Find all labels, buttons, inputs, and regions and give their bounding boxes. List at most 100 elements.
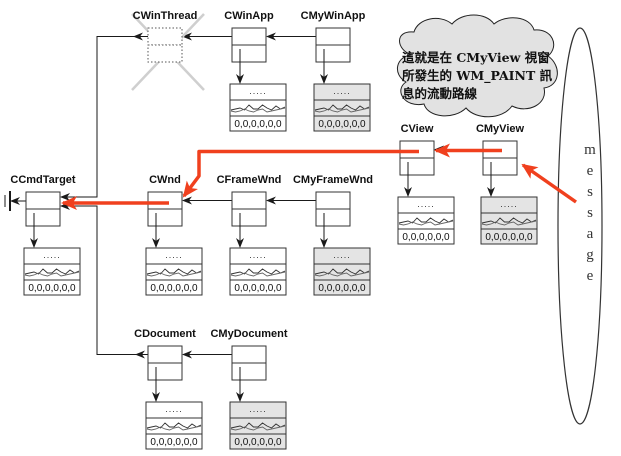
table-values-text: 0,0,0,0,0,0 xyxy=(318,283,366,294)
table-values-row xyxy=(145,433,203,450)
class-name-label: CCmdTarget xyxy=(10,174,76,186)
table-wave-line xyxy=(314,271,370,277)
message-map-cell xyxy=(399,157,435,176)
class-name-label: CMyDocument xyxy=(210,328,287,340)
message-letter: e xyxy=(587,163,594,179)
vptr-cell xyxy=(399,140,435,159)
table-wave-line xyxy=(230,425,286,431)
table-entries-text: ..... xyxy=(333,250,351,260)
message-map-cell xyxy=(231,44,267,63)
table-entries-text: ..... xyxy=(500,199,518,209)
table-values-text: 0,0,0,0,0,0 xyxy=(234,283,282,294)
vptr-cell xyxy=(315,27,351,46)
message-map-table: ..... 0,0,0,0,0,0 xyxy=(313,247,371,296)
class-name-label: CWinThread xyxy=(133,10,198,22)
message-map-cell xyxy=(315,44,351,63)
message-letter: m xyxy=(584,142,596,158)
message-map-table: ..... 0,0,0,0,0,0 xyxy=(229,401,287,450)
vptr-cell xyxy=(231,27,267,46)
table-values-text: 0,0,0,0,0,0 xyxy=(402,232,450,243)
message-letter: g xyxy=(586,247,594,263)
vptr-cell xyxy=(231,191,267,210)
table-values-text: 0,0,0,0,0,0 xyxy=(150,437,198,448)
table-values-row xyxy=(23,279,81,296)
table-wave-line xyxy=(146,271,202,277)
table-wave-line xyxy=(481,220,537,226)
class-node-cmywinapp: CMyWinApp..... 0,0,0,0,0,0 xyxy=(301,10,371,132)
class-name-label: CView xyxy=(401,123,434,135)
class-node-ccmdtarget: CCmdTarget .....0,0,0,0,0,0 xyxy=(10,174,81,296)
message-flow-path xyxy=(61,143,578,210)
table-wave-line xyxy=(24,271,80,277)
message-map-table: ..... 0,0,0,0,0,0 xyxy=(229,83,287,132)
message-letter: a xyxy=(587,226,594,242)
table-values-text: 0,0,0,0,0,0 xyxy=(485,232,533,243)
table-entries-text: ..... xyxy=(165,250,183,260)
table-values-row xyxy=(229,433,287,450)
class-name-label: CFrameWnd xyxy=(217,174,282,186)
class-name-label: CWinApp xyxy=(224,10,274,22)
message-map-table: ..... 0,0,0,0,0,0 xyxy=(229,247,287,296)
class-node-cwinthread: CWinThread xyxy=(133,10,198,63)
class-name-label: CDocument xyxy=(134,328,196,340)
class-node-cmyframewnd: CMyFrameWnd.....0,0,0,0,0,0 xyxy=(293,174,373,296)
vptr-cell xyxy=(147,345,183,364)
inheritance-arrow-cdocument-to-ccmdtarget xyxy=(60,202,165,355)
message-map-cell xyxy=(147,208,183,227)
table-wave-line xyxy=(398,217,454,224)
table-entries-text: ..... xyxy=(417,199,435,209)
table-wave-line xyxy=(230,271,286,277)
table-entries-text: ..... xyxy=(249,250,267,260)
table-values-text: 0,0,0,0,0,0 xyxy=(318,119,366,130)
callout-cloud-shape xyxy=(397,14,558,118)
class-name-label: CWnd xyxy=(149,174,181,186)
inheritance-arrow-cwinthread-to-ccmdtarget xyxy=(60,36,152,201)
vptr-cell xyxy=(231,345,267,364)
table-wave-line xyxy=(24,268,80,275)
callout-cloud: 這就是在 CMyView 視窗 所發生的 WM_PAINT 訊 息的流動路線 xyxy=(397,14,558,118)
table-entries-text: ..... xyxy=(249,404,267,414)
table-values-row xyxy=(397,228,455,245)
vptr-cell xyxy=(147,191,183,210)
table-wave-line xyxy=(146,425,202,431)
table-wave-line xyxy=(230,422,286,429)
table-values-row xyxy=(313,115,371,132)
message-map-table: ..... 0,0,0,0,0,0 xyxy=(480,196,538,245)
table-values-row xyxy=(313,279,371,296)
table-values-text: 0,0,0,0,0,0 xyxy=(28,283,76,294)
message-map-table: ..... 0,0,0,0,0,0 xyxy=(145,401,203,450)
message-letter: e xyxy=(587,268,594,284)
message-map-table: ..... 0,0,0,0,0,0 xyxy=(313,83,371,132)
class-nodes: CWinThread CWinApp..... 0,0,0,0,0,0 CMyWinA… xyxy=(10,10,538,450)
class-name-label: CMyWinApp xyxy=(301,10,366,22)
table-values-row xyxy=(229,115,287,132)
class-name-label: CMyView xyxy=(476,123,525,135)
table-values-text: 0,0,0,0,0,0 xyxy=(234,119,282,130)
class-node-cmydocument: CMyDocument..... 0,0,0,0,0,0 xyxy=(210,328,288,450)
message-map-table: .....0,0,0,0,0,0 xyxy=(145,247,203,296)
table-values-row xyxy=(480,228,538,245)
table-values-text: 0,0,0,0,0,0 xyxy=(234,437,282,448)
message-map-cell xyxy=(482,157,518,176)
table-wave-line xyxy=(146,268,202,275)
table-values-row xyxy=(229,279,287,296)
message-map-table: .....0,0,0,0,0,0 xyxy=(23,247,81,296)
callout-line-1: 這就是在 CMyView 視窗 xyxy=(402,50,550,65)
table-wave-line xyxy=(230,104,286,111)
vptr-cell xyxy=(315,191,351,210)
table-entries-text: ..... xyxy=(249,86,267,96)
message-source-ellipse xyxy=(557,27,603,425)
message-map-cell xyxy=(231,362,267,381)
table-entries-text: ..... xyxy=(165,404,183,414)
class-node-cwnd: CWnd .....0,0,0,0,0,0 xyxy=(145,174,203,296)
table-entries-text: ..... xyxy=(333,86,351,96)
table-wave-line xyxy=(230,268,286,275)
class-node-cmyview: CMyView..... 0,0,0,0,0,0 xyxy=(476,123,538,245)
table-wave-line xyxy=(230,107,286,113)
message-flow-arrow-message-to-cmyview xyxy=(521,163,578,204)
table-wave-line xyxy=(314,107,370,113)
message-map-cell xyxy=(147,362,183,381)
